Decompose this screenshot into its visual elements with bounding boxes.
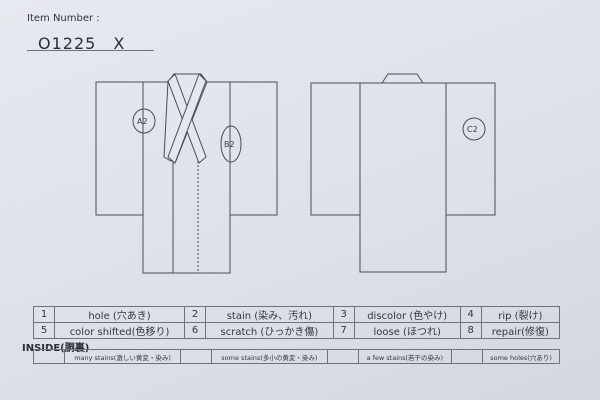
legend-label: stain (染み、汚れ) [205, 306, 334, 323]
legend-num: 6 [184, 322, 207, 339]
item-number-label: Item Number : [27, 13, 100, 24]
inside-option-label: many stains(激しい黄変・染み) [63, 349, 182, 364]
legend-num: 4 [459, 306, 482, 323]
mark-b2-label: B2 [224, 140, 235, 149]
mark-c2-label: C2 [467, 125, 478, 134]
legend-num: 3 [332, 306, 355, 323]
inside-lining-table: many stains(激しい黄変・染み) some stains(多小の黄変・… [33, 349, 560, 364]
inside-checkbox[interactable] [326, 349, 359, 364]
inside-option-label: a few stains(若干の染み) [357, 349, 453, 364]
legend-num: 7 [332, 322, 355, 339]
legend-label: color shifted(色移り) [53, 322, 186, 339]
mark-b2-circle [220, 125, 242, 163]
mark-c2-circle [462, 117, 486, 141]
inside-option-label: some stains(多小の黄変・染み) [211, 349, 328, 364]
legend-label: loose (ほつれ) [353, 322, 461, 339]
back-collar [381, 73, 424, 84]
front-collar [167, 73, 207, 164]
item-number-underline [27, 50, 154, 51]
back-right-sleeve [445, 82, 496, 216]
legend-num: 8 [459, 322, 482, 339]
legend-label: repair(修復) [480, 322, 561, 339]
legend-num: 1 [33, 306, 55, 323]
back-kimono [310, 73, 496, 273]
mark-a2-label: A2 [137, 117, 148, 126]
inside-lining-title: INSIDE(胴裏) [22, 343, 90, 354]
back-body [359, 82, 447, 273]
inside-checkbox[interactable] [33, 349, 65, 364]
inside-checkbox[interactable] [451, 349, 484, 364]
legend-num: 5 [33, 322, 55, 339]
legend-row: 1 hole (穴あき) 2 stain (染み、汚れ) 3 discolor … [33, 306, 561, 323]
inside-checkbox[interactable] [180, 349, 213, 364]
legend-label: rip (裂け) [480, 306, 561, 323]
legend-num: 2 [184, 306, 207, 323]
front-left-sleeve [95, 81, 144, 216]
mark-a2-circle [132, 108, 156, 134]
legend-label: hole (穴あき) [53, 306, 186, 323]
front-right-sleeve [229, 81, 278, 216]
legend-row: 5 color shifted(色移り) 6 scratch (ひっかき傷) 7… [33, 322, 561, 339]
item-number-value: O1225 X [38, 34, 126, 53]
legend-label: scratch (ひっかき傷) [205, 322, 334, 339]
back-left-sleeve [310, 82, 361, 216]
legend-label: discolor (色やけ) [353, 306, 461, 323]
damage-legend-table: 1 hole (穴あき) 2 stain (染み、汚れ) 3 discolor … [33, 306, 561, 339]
inside-row: many stains(激しい黄変・染み) some stains(多小の黄変・… [33, 349, 560, 364]
inside-option-label: some holes(穴あり) [482, 349, 560, 364]
